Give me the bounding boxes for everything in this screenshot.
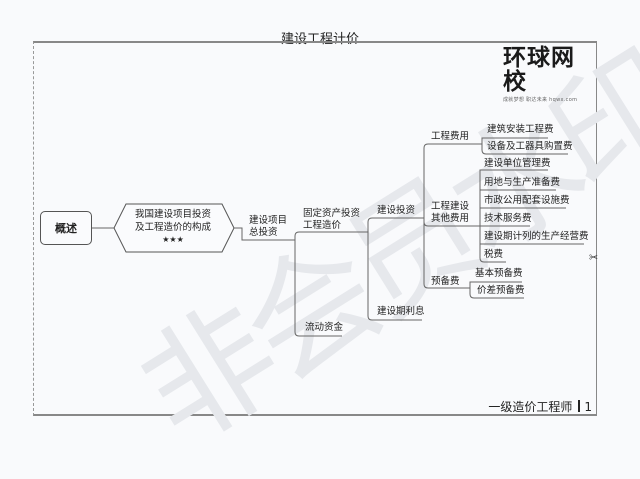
topic-stars: ★★★ — [162, 235, 184, 244]
page-number: 1 — [584, 400, 592, 414]
leaf-item[interactable]: 用地与生产准备费 — [484, 177, 561, 188]
logo-name: 环球网校 — [503, 45, 575, 95]
topic-node[interactable]: 我国建设项目投资 及工程造价的构成 ★★★ — [126, 209, 220, 247]
topic-line2: 及工程造价的构成 — [134, 221, 211, 233]
node-construction-interest[interactable]: 建设期利息 — [377, 306, 425, 317]
node-working-capital[interactable]: 流动资金 — [305, 322, 344, 333]
node-total-investment[interactable]: 建设项目 总投资 — [249, 215, 287, 239]
node-fixed-asset-investment[interactable]: 固定资产投资 工程造价 — [303, 208, 360, 232]
node-other-costs[interactable]: 工程建设 其他费用 — [431, 201, 469, 225]
node-engineering-costs[interactable]: 工程费用 — [431, 131, 470, 142]
node-label: 建设项目 — [249, 215, 288, 226]
leaf-item[interactable]: 税费 — [484, 249, 504, 260]
leaf-item[interactable]: 技术服务费 — [484, 213, 532, 224]
node-label: 工程造价 — [303, 220, 342, 231]
logo-tagline: 成就梦想 职达未来 hqwx.com — [503, 97, 578, 103]
footer-divider — [578, 400, 581, 412]
mindmap-connectors — [92, 137, 584, 337]
node-label: 工程建设 — [431, 201, 470, 212]
leaf-item[interactable]: 价差预备费 — [477, 285, 525, 296]
root-node[interactable]: 概述 — [40, 211, 92, 245]
node-contingency[interactable]: 预备费 — [431, 276, 460, 287]
leaf-item[interactable]: 建设期计列的生产经营费 — [484, 231, 589, 242]
page-frame — [33, 41, 597, 416]
topic-line1: 我国建设项目投资 — [134, 209, 211, 220]
node-label: 其他费用 — [431, 213, 470, 224]
leaf-item[interactable]: 建设单位管理费 — [484, 158, 551, 169]
leaf-item[interactable]: 设备及工器具购置费 — [487, 141, 573, 152]
logo: 环球网校 成就梦想 职达未来 hqwx.com — [503, 46, 593, 103]
leaf-item[interactable]: 市政公用配套设施费 — [484, 195, 570, 206]
scissor-icon: ✂ — [589, 251, 599, 264]
node-label: 固定资产投资 — [303, 208, 361, 219]
footer-text: 一级造价工程师 — [488, 400, 573, 414]
leaf-item[interactable]: 建筑安装工程费 — [487, 124, 554, 135]
node-construction-investment[interactable]: 建设投资 — [377, 205, 416, 216]
root-label: 概述 — [55, 222, 77, 235]
node-label: 总投资 — [249, 227, 278, 238]
leaf-item[interactable]: 基本预备费 — [475, 268, 523, 279]
page-footer: 一级造价工程师 1 — [488, 398, 592, 415]
page-title: 建设工程计价 — [280, 32, 359, 47]
